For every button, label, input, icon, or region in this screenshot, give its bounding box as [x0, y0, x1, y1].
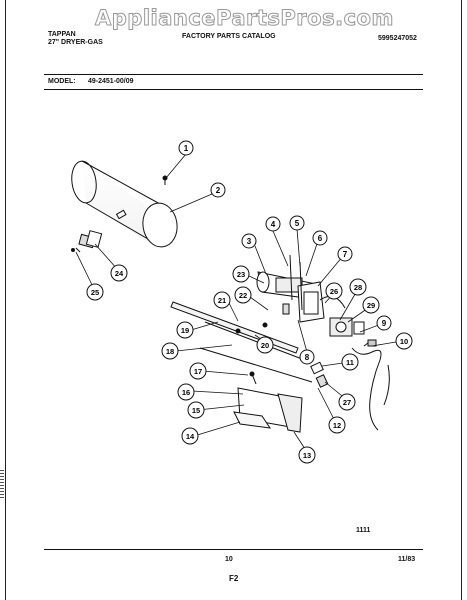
callout-19: 19: [176, 321, 194, 339]
callout-13: 13: [298, 446, 316, 464]
flame-sensor-part: [71, 230, 103, 253]
callout-6: 6: [312, 230, 328, 246]
orifice-part: [310, 361, 329, 388]
callout-label: 7: [343, 250, 348, 259]
callout-label: 12: [333, 421, 341, 430]
callout-28: 28: [349, 278, 367, 296]
brand-label: TAPPAN: [48, 31, 76, 38]
section-code: F2: [229, 574, 239, 583]
callout-2: 2: [210, 182, 226, 198]
wire-harness-part: [351, 339, 390, 431]
scan-margin-mark: [0, 470, 4, 498]
callout-15: 15: [187, 401, 205, 419]
callout-label: 21: [218, 296, 226, 305]
screw-part: [162, 175, 168, 185]
callout-23: 23: [232, 265, 250, 283]
callout-label: 5: [295, 219, 300, 228]
callout-17: 17: [189, 362, 207, 380]
callout-27: 27: [338, 393, 356, 411]
callout-label: 13: [303, 451, 311, 460]
callout-label: 20: [261, 341, 269, 350]
callout-9: 9: [376, 315, 392, 331]
callout-22: 22: [234, 286, 252, 304]
callout-12: 12: [328, 416, 346, 434]
burner-drum-part: [71, 160, 178, 248]
callout-label: 24: [115, 269, 124, 278]
mounting-bracket-part: [233, 371, 303, 433]
callout-label: 19: [181, 326, 189, 335]
callout-label: 26: [330, 287, 338, 296]
callout-11: 11: [341, 353, 359, 371]
callout-21: 21: [213, 291, 231, 309]
callout-label: 14: [186, 432, 195, 441]
callout-label: 4: [271, 220, 276, 229]
callout-label: 2: [216, 186, 221, 195]
callout-label: 29: [367, 301, 375, 310]
watermark: AppliancePartsPros.com: [95, 6, 394, 31]
callout-label: 22: [239, 291, 247, 300]
callout-label: 6: [318, 234, 323, 243]
callout-5: 5: [289, 215, 305, 231]
callout-label: 28: [354, 283, 362, 292]
callout-label: 17: [194, 367, 202, 376]
callout-26: 26: [325, 282, 343, 300]
catalog-title: FACTORY PARTS CATALOG: [182, 33, 276, 40]
callout-8: 8: [299, 349, 315, 365]
callout-label: 16: [182, 388, 190, 397]
callout-25: 25: [86, 283, 104, 301]
callout-label: 3: [247, 237, 252, 246]
callout-3: 3: [241, 233, 257, 249]
callout-label: 27: [343, 398, 351, 407]
callout-1: 1: [178, 140, 194, 156]
catalog-number: 5995247052: [378, 35, 417, 42]
model-label: MODEL:: [48, 78, 76, 85]
callout-label: 25: [91, 288, 99, 297]
callout-18: 18: [161, 342, 179, 360]
page-number: 10: [225, 556, 233, 563]
callout-label: 15: [192, 406, 200, 415]
model-number: 49-2451-00/09: [88, 78, 134, 85]
callout-7: 7: [337, 246, 353, 262]
callout-16: 16: [177, 383, 195, 401]
callout-label: 18: [166, 347, 174, 356]
gas-valve-assembly: [256, 254, 365, 337]
footer-rule: [44, 549, 423, 550]
callout-label: 9: [382, 319, 387, 328]
page-border-left: [5, 0, 6, 600]
callout-14: 14: [181, 427, 199, 445]
callout-10: 10: [395, 332, 413, 350]
figure-code: 1111: [356, 527, 371, 534]
callout-label: 8: [305, 353, 310, 362]
callout-label: 1: [184, 144, 189, 153]
product-label: 27" DRYER-GAS: [48, 39, 103, 46]
revision-date: 11/83: [398, 556, 416, 563]
header-rule-top: [44, 74, 423, 75]
page-border-right: [461, 0, 462, 600]
header-rule-bottom: [44, 89, 423, 90]
callout-label: 23: [237, 270, 245, 279]
callout-24: 24: [110, 264, 128, 282]
callout-20: 20: [256, 336, 274, 354]
callout-label: 10: [400, 337, 408, 346]
callout-label: 11: [346, 358, 354, 367]
callout-4: 4: [265, 216, 281, 232]
callout-29: 29: [362, 296, 380, 314]
